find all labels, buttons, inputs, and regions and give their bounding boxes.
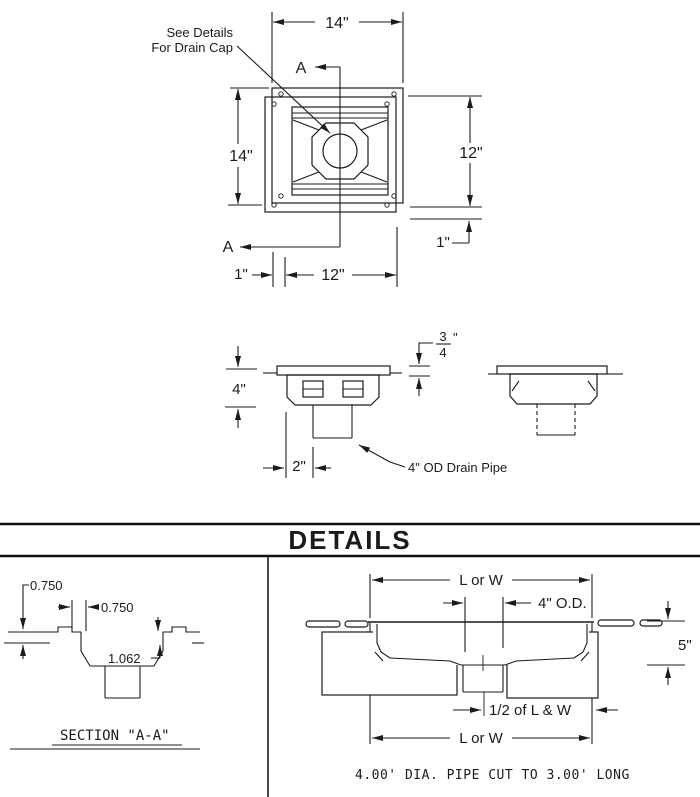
dim-channel-depth-label: 1.062 [108,651,141,666]
callout-line2: For Drain Cap [151,40,233,55]
section-line-a-a: A A [223,60,341,256]
dim-bottom-width-label: 12" [321,267,344,284]
drain-pipe-callout: 4" OD Drain Pipe [358,444,507,475]
callout-line1: See Details [167,25,234,40]
dim-left-height-label: 14" [229,148,252,165]
dim-width-top-label: L or W [459,572,503,589]
dim-flange-unit: " [453,330,458,345]
dim-lip-height-label: 0.750 [30,578,63,593]
dim-pipe-offset: 2" [263,412,331,478]
dim-half-width: 1/2 of L & W [453,702,618,719]
drain-body-section [286,374,380,406]
dim-flange-thickness: 3 4 " [409,329,458,396]
pan-weld-tick-left [374,651,384,662]
dim-pipe-offset-label: 2" [292,458,306,475]
section-aa-pipe [104,666,141,699]
side-view-right [488,365,623,436]
section-aa-detail: 0.750 0.750 1.062 SECTION "A-A" [4,578,204,750]
dim-lip-width-label: 0.750 [101,600,134,615]
dim-lip-width: 0.750 [58,600,134,631]
drain-pipe-callout-label: 4" OD Drain Pipe [408,460,507,475]
dim-top-width: 14" [271,12,404,83]
dim-install-depth-label: 5" [678,637,692,654]
dim-bottom-offset-label: 1" [234,266,248,283]
flange-section [276,365,391,376]
drain-cap-octagon [311,122,369,180]
details-title: DETAILS [288,525,411,555]
top-view: A A See Details For Drain Cap 14" 14" [151,12,483,287]
section-letter-top: A [296,60,307,77]
dim-body-depth: 4" [225,346,257,428]
details-header: DETAILS [0,522,700,797]
weld-tick-right [587,380,596,392]
flange-plate-front [264,96,397,213]
install-detail: L or W 4" O.D. 5" 1/2 of L & W [305,572,692,783]
dim-bottom: 1" 12" [234,227,398,287]
section-aa-caption: SECTION "A-A" [60,728,170,744]
dim-width-bottom-label: L or W [459,730,503,747]
dim-right-offset-label: 1" [436,234,450,251]
drain-pipe-section [312,405,353,439]
dim-flange-numerator: 3 [439,329,446,344]
dim-body-depth-label: 4" [232,381,246,398]
dim-lip-height: 0.750 [20,578,63,659]
dim-pipe-od-label: 4" O.D. [538,595,587,612]
dim-half-width-label: 1/2 of L & W [489,702,572,719]
dim-left-height: 14" [228,87,269,206]
dim-flange-denominator: 4 [439,345,446,360]
weld-tick-left [511,380,520,392]
side-view-left: 4" 3 4 " 2" 4" OD Drain Pipe [225,329,507,478]
dim-top-width-label: 14" [325,15,348,32]
section-aa-profile [8,626,200,667]
pipe-note: 4.00' DIA. PIPE CUT TO 3.00' LONG [355,768,630,783]
install-pipe [462,655,504,716]
dim-width-top: L or W [369,572,593,618]
dim-channel-depth: 1.062 [108,617,163,666]
drain-cap-callout: See Details For Drain Cap [151,25,331,134]
dim-install-depth: 5" [647,601,692,685]
dim-right-height-label: 12" [459,145,482,162]
dim-right-height: 12" [408,95,483,208]
dim-right-offset: 1" [410,218,482,251]
floor-surface-dashes [305,619,663,628]
flange-plate-back [271,87,404,204]
section-letter-bottom: A [223,239,234,256]
dim-pipe-od: 4" O.D. [443,595,587,652]
screw-holes [271,91,397,208]
pan-weld-tick-right [580,651,590,662]
dim-width-bottom: L or W [369,695,593,747]
